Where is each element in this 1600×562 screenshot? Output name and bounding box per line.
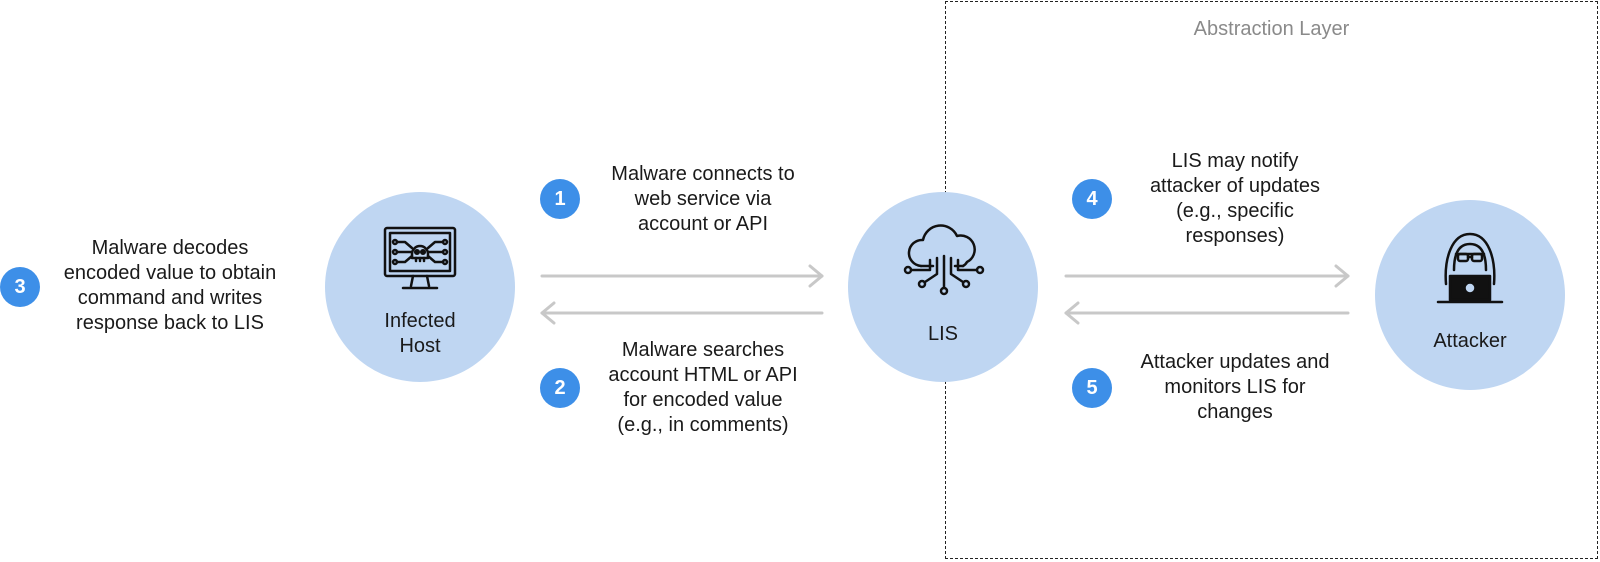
infected-host-label: Infected Host (325, 309, 515, 359)
step-3-line: encoded value to obtain (63, 262, 277, 284)
infected-monitor-skull-icon (383, 226, 457, 290)
step-5-line: Attacker updates and (1140, 351, 1330, 373)
step-5-line: monitors LIS for (1164, 376, 1306, 398)
step-4-line: attacker of updates (1149, 175, 1321, 197)
step-1-text: Malware connects to web service via acco… (582, 162, 824, 237)
step-4-line: responses) (1185, 225, 1285, 247)
step-5-text: Attacker updates and monitors LIS for ch… (1112, 350, 1358, 425)
step-3-line: Malware decodes (91, 237, 249, 259)
step-3-badge: 3 (0, 267, 40, 307)
step-2-badge: 2 (540, 368, 580, 408)
step-1-line: web service via (634, 188, 772, 210)
attacker-label: Attacker (1433, 330, 1507, 352)
step-2-line: Malware searches (621, 339, 785, 361)
step-4-line: LIS may notify (1171, 150, 1299, 172)
infected-host-label-line2: Host (399, 335, 441, 357)
cloud-network-icon (903, 224, 985, 296)
hooded-hacker-laptop-icon (1436, 232, 1504, 304)
step-2-line: (e.g., in comments) (617, 414, 789, 436)
step-4-badge: 4 (1072, 179, 1112, 219)
step-3-line: response back to LIS (76, 312, 264, 334)
step-1-badge: 1 (540, 179, 580, 219)
step-2-line: account HTML or API (608, 364, 798, 386)
step-4-text: LIS may notify attacker of updates (e.g.… (1112, 149, 1358, 249)
lis-label: LIS (927, 323, 959, 345)
step-5-line: changes (1197, 401, 1273, 423)
abstraction-layer-title: Abstraction Layer (1193, 18, 1350, 40)
step-4-line: (e.g., specific (1176, 200, 1294, 222)
step-2-line: for encoded value (623, 389, 783, 411)
infected-host-label-line1: Infected (384, 310, 456, 332)
step-5-badge: 5 (1072, 368, 1112, 408)
step-3-text: Malware decodes encoded value to obtain … (44, 236, 296, 336)
step-3-line: command and writes (77, 287, 263, 309)
step-2-text: Malware searches account HTML or API for… (582, 338, 824, 438)
step-1-line: account or API (637, 213, 769, 235)
step-1-line: Malware connects to (611, 163, 795, 185)
